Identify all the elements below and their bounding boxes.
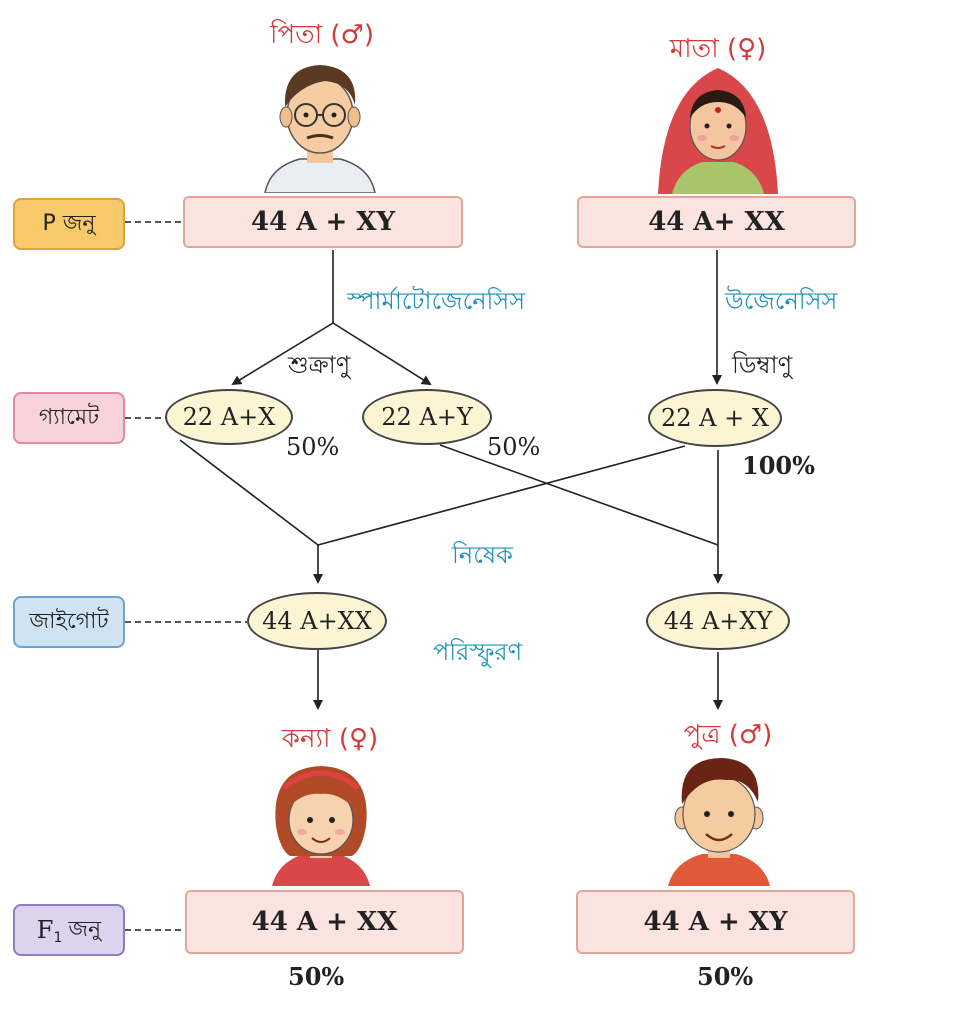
oogenesis-label: উজেনেসিস [725,287,838,315]
female-zygote: 44 A+XX [247,592,387,650]
f1-word: জনু [68,916,102,942]
sperm-y-gamete: 22 A+Y [362,389,492,445]
father-illustration [264,65,376,193]
ovum-gamete: 22 A + X [648,389,782,447]
son-percent: 50% [697,962,754,991]
ovum-percent: 100% [742,451,815,480]
daughter-title: কন্যা (♀) [281,724,379,754]
f1-subscript: 1 [53,930,63,946]
daughter-illustration [272,766,370,886]
fertilization-label: নিষেক [452,541,513,569]
ovum-word: ডিম্বাণু [732,351,793,379]
sperm-y-percent: 50% [487,433,541,461]
spermatogenesis-label: স্পার্মাটোজেনেসিস [347,287,526,315]
son-title: পুত্র (♂) [683,720,773,750]
development-label: পরিস্ফুরণ [433,638,523,666]
f1-letter: F [36,916,54,944]
mother-title: মাতা (♀) [669,34,767,64]
father-karyotype-box: 44 A + XY [183,196,463,248]
zygote-label: জাইগোট [13,596,125,648]
p-generation-label: P জনু [13,198,125,250]
mother-karyotype-box: 44 A+ XX [577,196,856,248]
sperm-x-gamete: 22 A+X [165,389,293,445]
sperm-word: শুক্রাণু [288,351,351,379]
sperm-x-percent: 50% [286,433,340,461]
father-title: পিতা (♂) [270,20,374,50]
son-karyotype-box: 44 A + XY [576,890,855,954]
daughter-karyotype-box: 44 A + XX [185,890,464,954]
son-illustration [668,758,770,886]
daughter-percent: 50% [288,962,345,991]
mother-illustration [658,68,778,194]
gamete-label: গ্যামেট [13,392,125,444]
male-zygote: 44 A+XY [646,592,790,650]
